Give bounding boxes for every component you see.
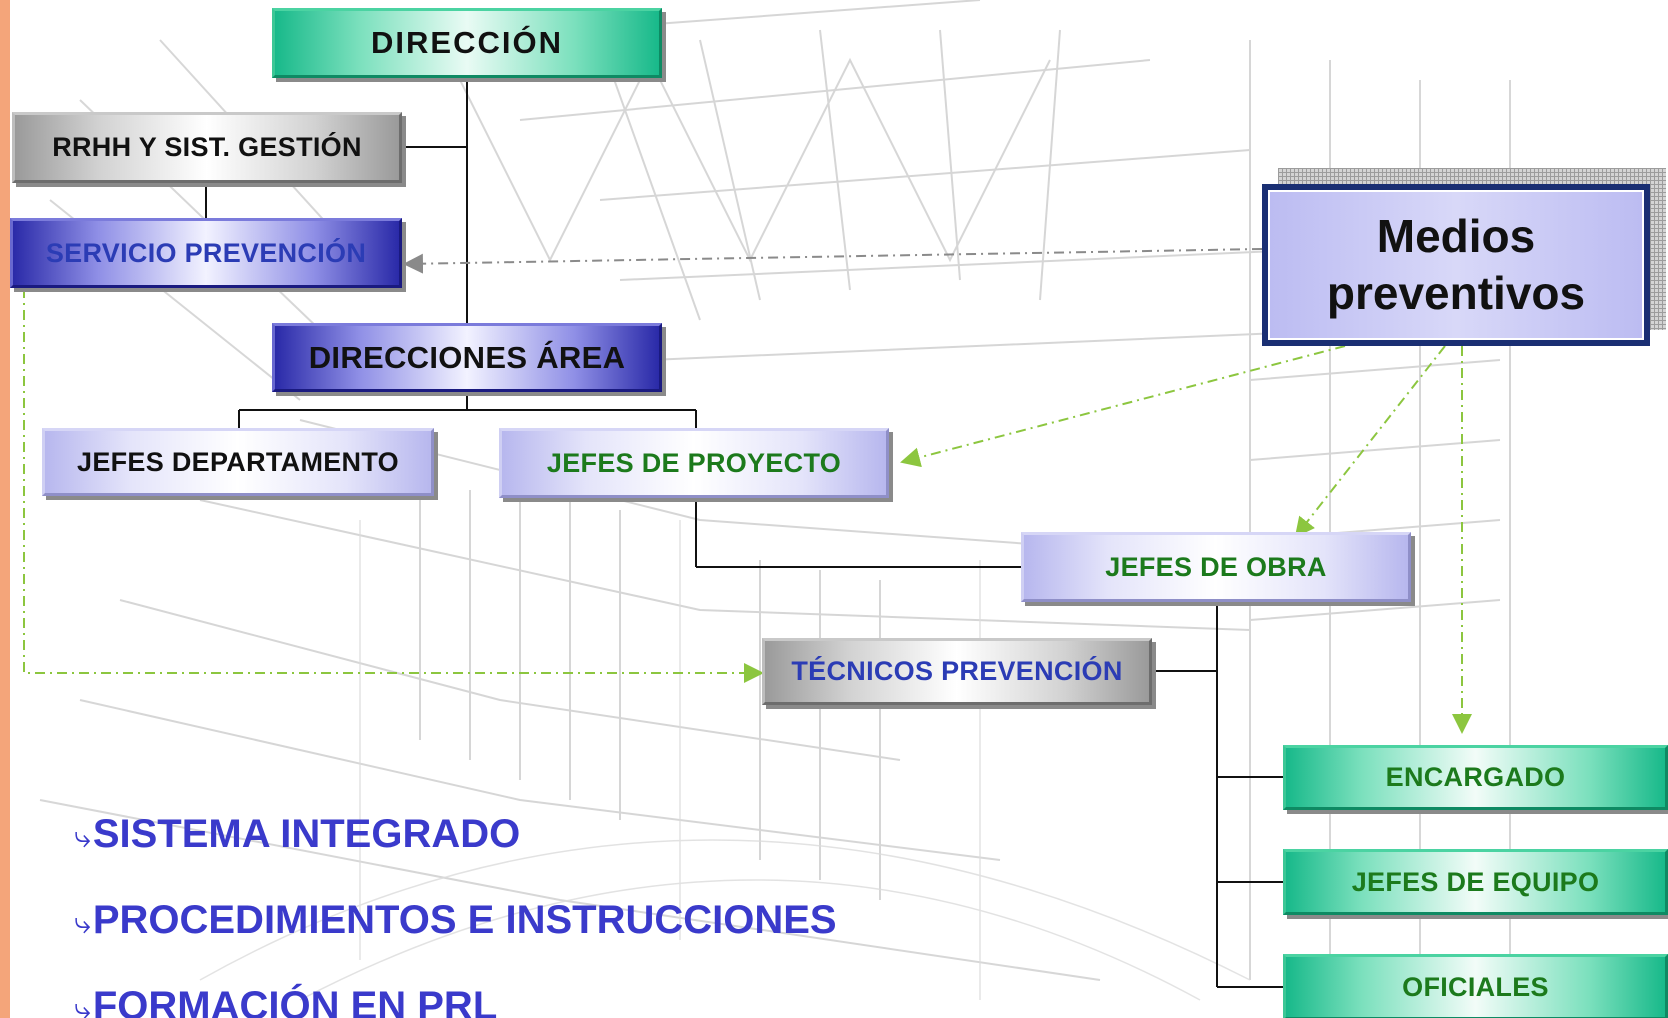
box-direcciones-area-label: DIRECCIONES ÁREA (308, 339, 626, 375)
box-jefes-departamento: JEFES DEPARTAMENTO (42, 428, 434, 496)
medios-frame: Medios preventivos (1262, 184, 1650, 346)
box-oficiales: OFICIALES (1283, 954, 1668, 1018)
hook-arrow-icon: ⤷ (74, 821, 91, 854)
box-jefes-proyecto-label: JEFES DE PROYECTO (546, 447, 842, 478)
bullet-item-3: ⤷FORMACIÓN EN PRL (74, 984, 497, 1018)
bullet-item-1: ⤷SISTEMA INTEGRADO (74, 812, 520, 860)
box-encargado: ENCARGADO (1283, 745, 1668, 810)
box-jefes-obra-label: JEFES DE OBRA (1105, 551, 1327, 582)
box-jefes-obra: JEFES DE OBRA (1021, 532, 1411, 602)
box-oficiales-label: OFICIALES (1402, 971, 1549, 1002)
dashed-medios-to-obra (1294, 345, 1446, 538)
box-tecnicos-prevencion-label: TÉCNICOS PREVENCIÓN (791, 656, 1123, 686)
box-rrhh-label: RRHH Y SIST. GESTIÓN (52, 132, 362, 162)
box-encargado-label: ENCARGADO (1385, 762, 1566, 792)
medios-preventivos-callout: Medios preventivos (1262, 168, 1666, 346)
dashed-medios-to-proyecto (900, 345, 1346, 468)
bullet-item-2: ⤷PROCEDIMIENTOS E INSTRUCCIONES (74, 898, 837, 946)
box-jefes-proyecto: JEFES DE PROYECTO (499, 428, 889, 498)
bullet-text-2: PROCEDIMIENTOS E INSTRUCCIONES (92, 898, 837, 942)
box-direccion: DIRECCIÓN (272, 8, 662, 78)
hook-arrow-icon: ⤷ (74, 907, 91, 940)
box-direccion-label: DIRECCIÓN (371, 25, 563, 60)
bullet-text-1: SISTEMA INTEGRADO (92, 812, 521, 856)
medios-line-2: preventivos (1326, 267, 1586, 319)
bullet-text-3: FORMACIÓN EN PRL (92, 984, 498, 1018)
left-accent-strip (0, 0, 10, 1018)
medios-line-1: Medios (1376, 210, 1536, 262)
box-tecnicos-prevencion: TÉCNICOS PREVENCIÓN (762, 638, 1152, 705)
box-jefes-equipo-label: JEFES DE EQUIPO (1351, 866, 1600, 897)
medios-inner: Medios preventivos (1268, 190, 1644, 340)
box-direcciones-area: DIRECCIONES ÁREA (272, 323, 662, 392)
box-rrhh: RRHH Y SIST. GESTIÓN (12, 112, 402, 183)
box-jefes-departamento-label: JEFES DEPARTAMENTO (77, 446, 399, 477)
hook-arrow-icon: ⤷ (74, 993, 91, 1018)
dashed-medios-to-servicio (403, 248, 1263, 274)
box-servicio-prevencion-label: SERVICIO PREVENCIÓN (45, 237, 367, 268)
box-servicio-prevencion: SERVICIO PREVENCIÓN (10, 218, 402, 288)
box-jefes-equipo: JEFES DE EQUIPO (1283, 849, 1668, 915)
